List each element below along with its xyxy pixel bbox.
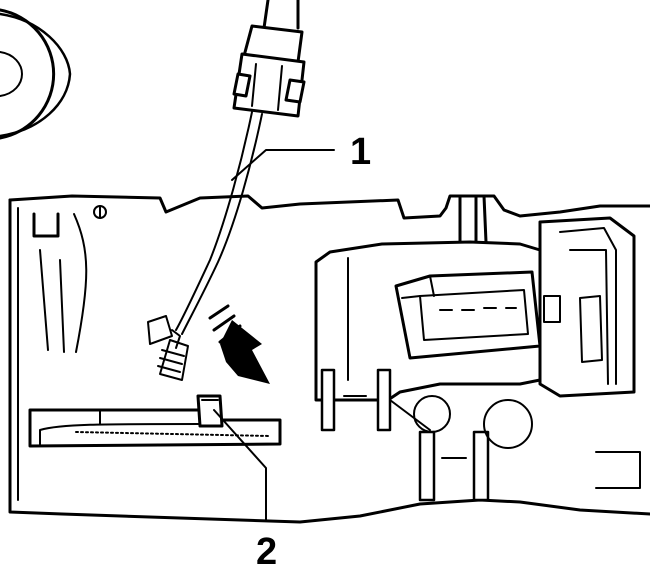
- round-part: [0, 8, 72, 140]
- callout-1: 1: [350, 131, 371, 173]
- sensor-wire: [157, 111, 263, 381]
- cable-plug: [232, 0, 306, 118]
- leader-line-2: [213, 409, 267, 521]
- right-assembly: [314, 194, 641, 502]
- motion-arrow: [208, 304, 270, 384]
- leader-line-1: [231, 149, 335, 181]
- housing: [8, 194, 650, 524]
- callout-2: 2: [256, 531, 277, 571]
